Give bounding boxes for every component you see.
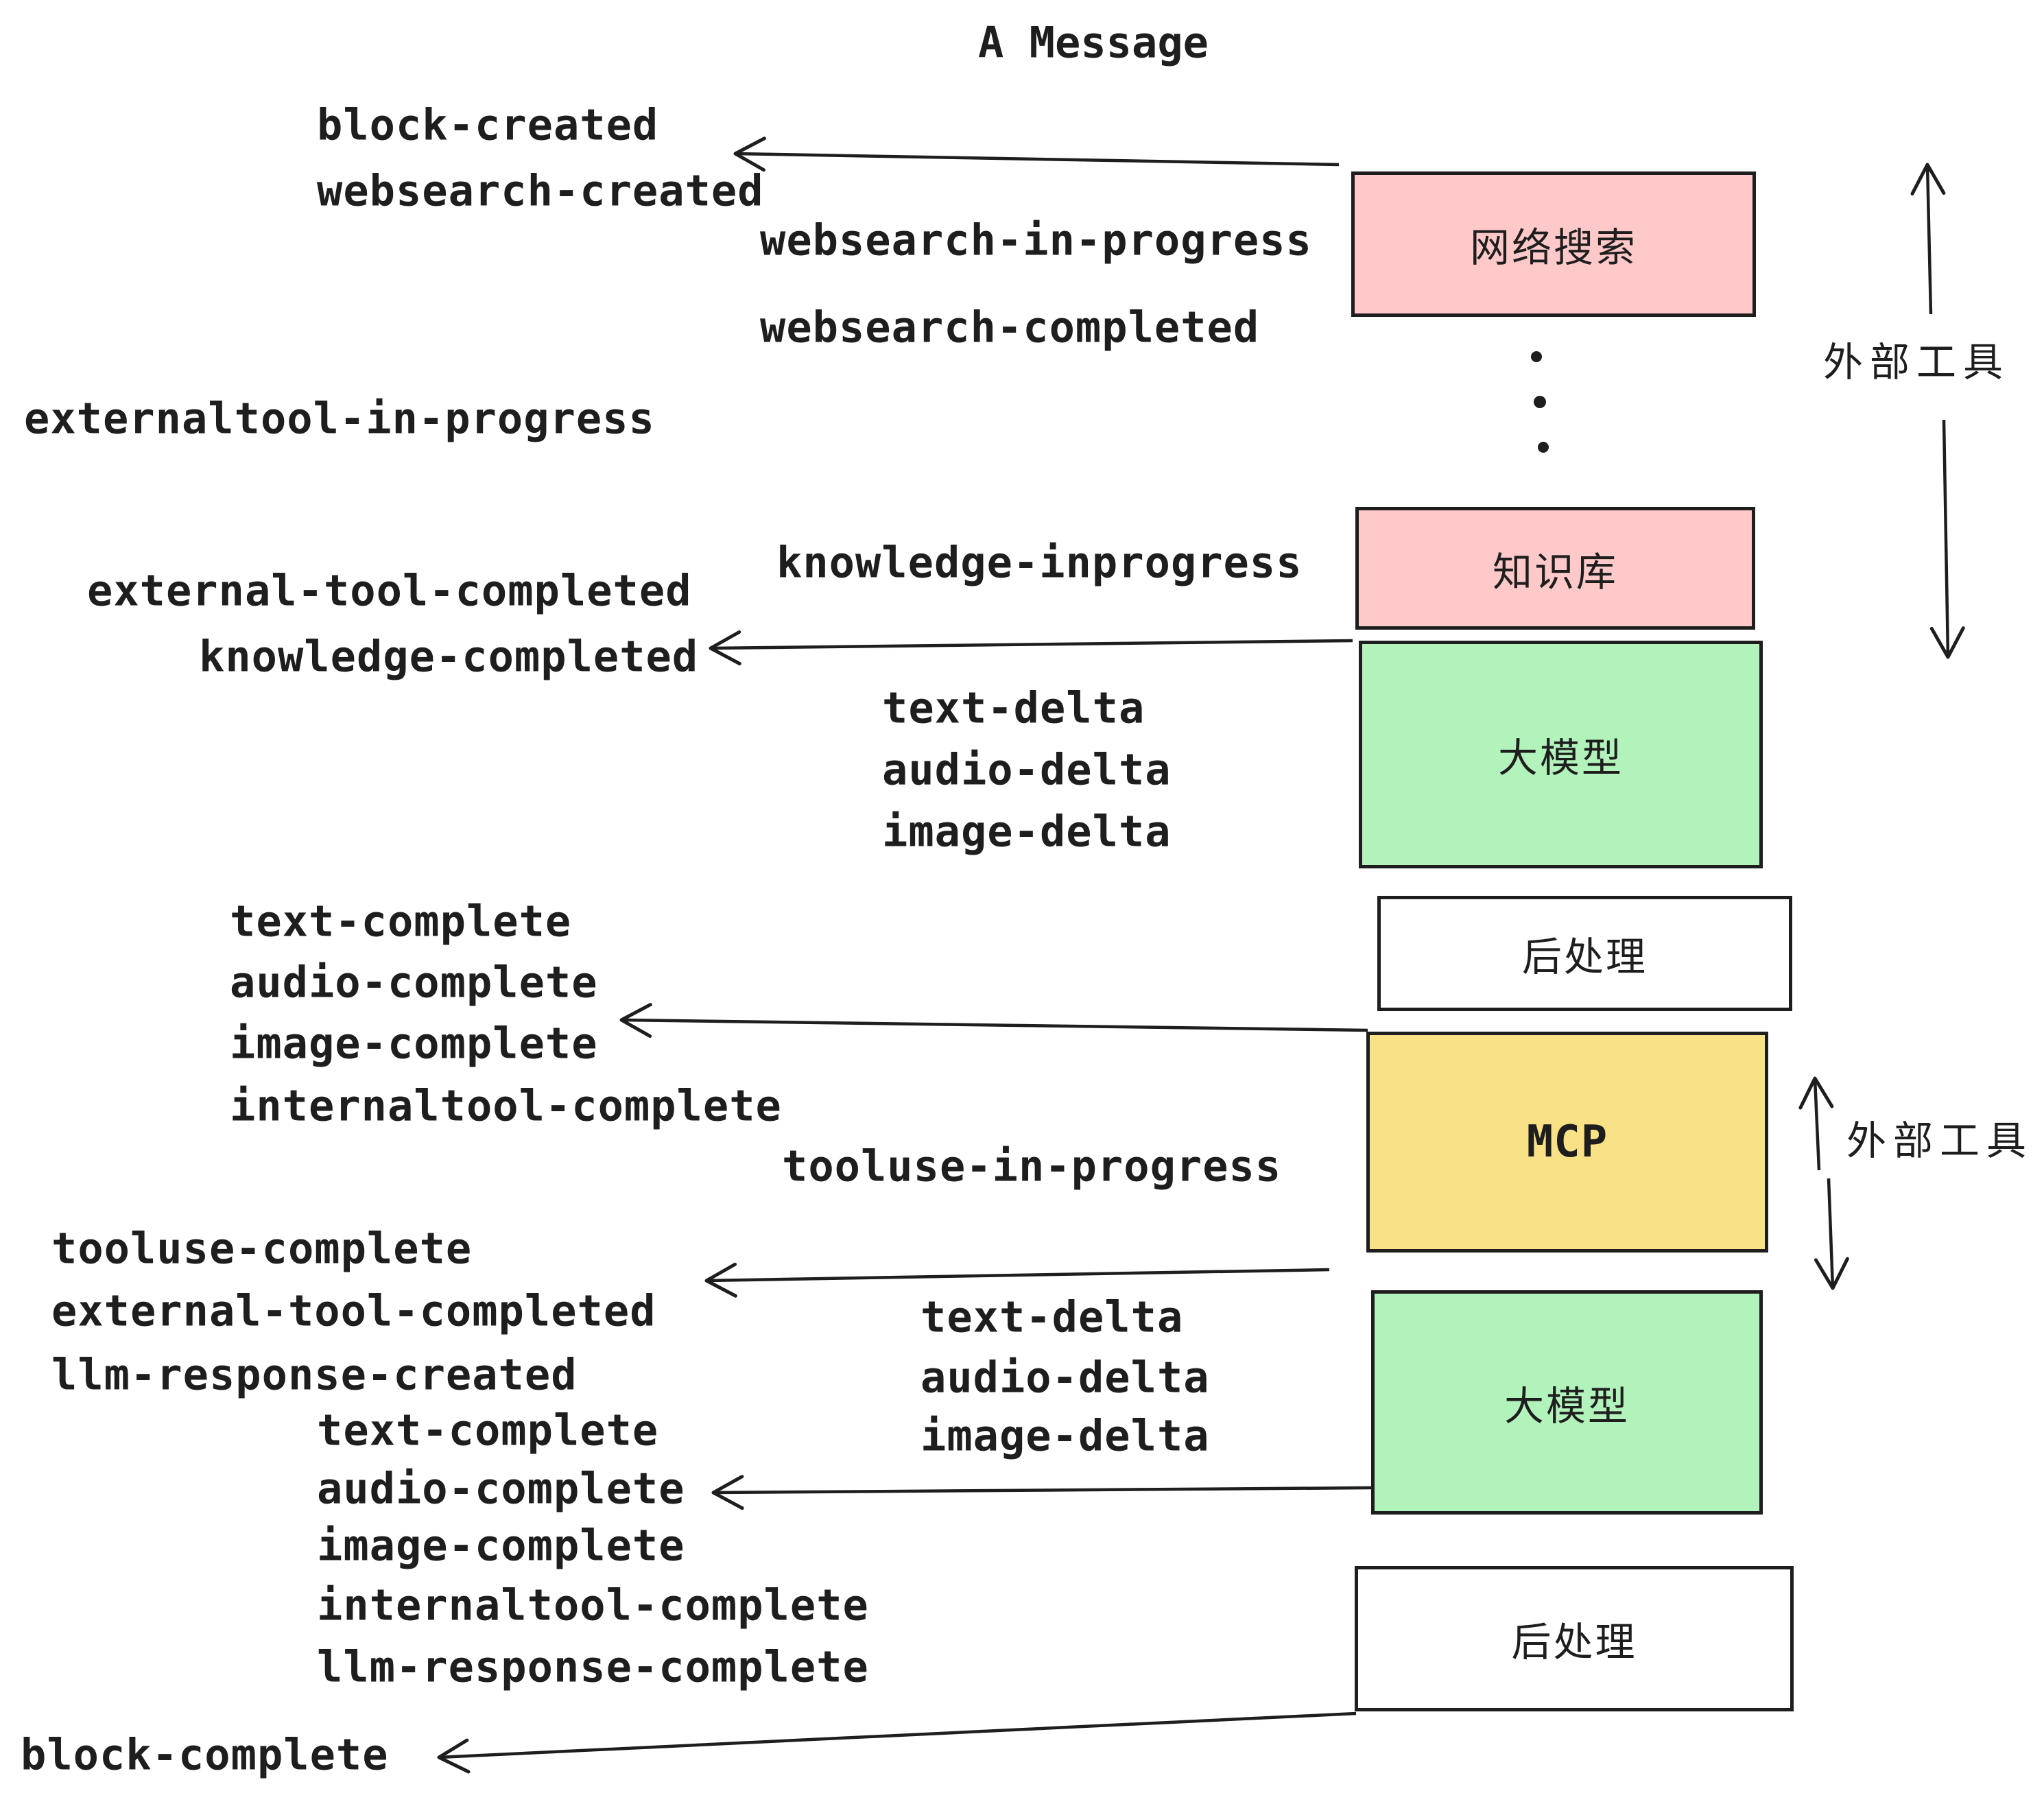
external-tools-bottom-label: 外部工具	[1846, 1117, 2034, 1164]
event-text-complete-1: text-complete	[230, 896, 572, 947]
diagram-title: A Message	[978, 17, 1209, 68]
node-mcp: MCP	[1366, 1032, 1768, 1253]
node-postprocess-top: 后处理	[1377, 896, 1792, 1011]
event-external-tool-completed-2: external-tool-completed	[51, 1285, 656, 1336]
vertical-ellipsis-dots	[1531, 351, 1549, 453]
event-websearch-completed: websearch-completed	[760, 302, 1260, 353]
external-tools-top-arrow-down	[1929, 419, 1965, 659]
event-audio-complete-1: audio-complete	[230, 957, 598, 1008]
event-audio-complete-2: audio-complete	[317, 1463, 685, 1514]
event-llm-response-complete: llm-response-complete	[317, 1641, 869, 1692]
event-image-delta-2: image-delta	[920, 1410, 1210, 1461]
external-tools-bottom-arrow-down	[1814, 1178, 1849, 1290]
node-postprocess-bottom-label: 后处理	[1511, 1619, 1637, 1665]
event-tooluse-in-progress: tooluse-in-progress	[782, 1141, 1282, 1191]
event-externaltool-in-progress: externaltool-in-progress	[24, 393, 655, 444]
event-text-complete-2: text-complete	[317, 1405, 659, 1456]
event-block-complete: block-complete	[21, 1729, 389, 1780]
event-internaltool-complete-1: internaltool-complete	[230, 1080, 782, 1131]
event-knowledge-inprogress: knowledge-inprogress	[776, 537, 1303, 588]
node-knowledge-base: 知识库	[1355, 507, 1755, 630]
node-postprocess-top-label: 后处理	[1521, 934, 1648, 980]
external-tools-top-arrow-up	[1910, 163, 1946, 315]
node-llm-bottom: 大模型	[1371, 1290, 1763, 1515]
arrow-websearch-created	[733, 137, 1340, 172]
node-mcp-label: MCP	[1526, 1117, 1608, 1167]
arrow-block-complete	[437, 1711, 1357, 1774]
event-knowledge-completed: knowledge-completed	[199, 631, 699, 682]
event-tooluse-complete: tooluse-complete	[51, 1223, 473, 1274]
event-text-delta-2: text-delta	[920, 1292, 1184, 1342]
event-audio-delta-2: audio-delta	[920, 1352, 1210, 1403]
event-websearch-created: websearch-created	[317, 165, 764, 216]
node-websearch-label: 网络搜索	[1469, 224, 1637, 271]
node-llm-top-label: 大模型	[1497, 735, 1624, 781]
event-block-created: block-created	[317, 99, 659, 150]
node-websearch: 网络搜索	[1351, 171, 1756, 317]
event-text-delta-1: text-delta	[882, 683, 1145, 733]
node-knowledge-base-label: 知识库	[1492, 548, 1618, 595]
external-tools-bottom-arrow-up	[1798, 1076, 1834, 1171]
event-audio-delta-1: audio-delta	[882, 744, 1172, 795]
event-image-complete-2: image-complete	[317, 1520, 685, 1571]
arrow-knowledge-completed	[709, 630, 1353, 666]
node-llm-top: 大模型	[1359, 641, 1763, 868]
event-llm-response-created: llm-response-created	[51, 1349, 578, 1400]
event-image-complete-1: image-complete	[230, 1018, 598, 1069]
event-external-tool-completed-1: external-tool-completed	[87, 565, 692, 616]
event-image-delta-1: image-delta	[882, 806, 1172, 857]
arrow-audio-complete	[711, 1475, 1372, 1510]
node-llm-bottom-label: 大模型	[1504, 1382, 1630, 1429]
event-internaltool-complete-2: internaltool-complete	[317, 1580, 869, 1630]
arrow-external-tool-completed	[704, 1262, 1330, 1298]
event-websearch-in-progress: websearch-in-progress	[760, 215, 1312, 265]
node-postprocess-bottom: 后处理	[1355, 1566, 1794, 1711]
external-tools-top-label: 外部工具	[1823, 339, 2010, 385]
arrow-image-complete	[619, 1003, 1368, 1039]
